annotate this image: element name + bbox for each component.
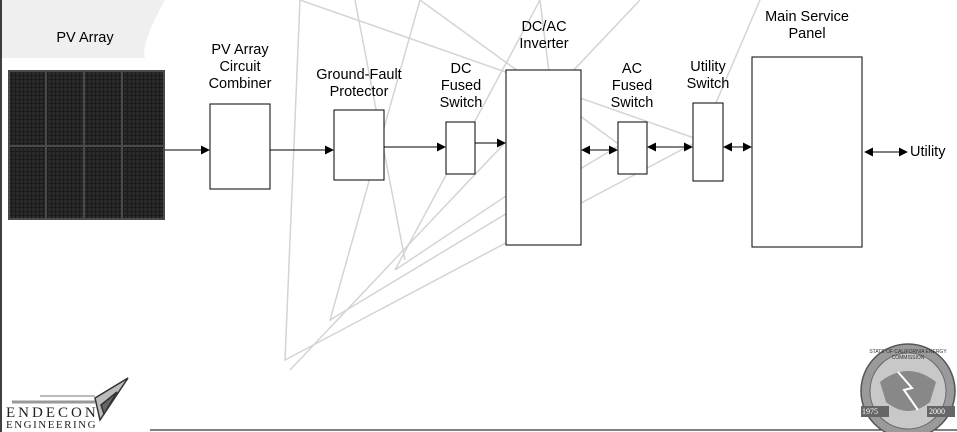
pv-array-label: PV Array <box>56 30 114 46</box>
inverter-label-line: Inverter <box>519 36 569 52</box>
ac-switch-label-line: AC <box>621 61 643 77</box>
pv-panel <box>10 72 45 145</box>
combiner-label-line: Combiner <box>208 76 272 92</box>
energy-commission-seal <box>860 343 956 432</box>
pv-panel <box>85 147 121 218</box>
utility-label: Utility <box>910 144 946 160</box>
seal-year-left: 1975 <box>862 407 878 416</box>
company-name: ENDECON <box>6 405 99 421</box>
pv-panel <box>123 72 163 145</box>
ground-fault-label-line: Protector <box>329 84 389 100</box>
combiner-box <box>209 103 271 190</box>
ac-switch-label-line: Switch <box>610 95 654 111</box>
main-panel-box <box>751 56 863 248</box>
pv-panel <box>10 147 45 218</box>
ac-switch-label-line: Fused <box>611 78 653 94</box>
dc-switch-label-line: Fused <box>440 78 482 94</box>
corner-decoration <box>0 0 165 58</box>
endecon-logo-mark <box>12 377 129 422</box>
dc-switch-label-line: Switch <box>439 95 483 111</box>
inverter-label: DC/AC Inverter <box>494 19 594 53</box>
ground-fault-label-line: Ground-Fault <box>316 67 402 83</box>
inverter-label-line: DC/AC <box>521 19 567 35</box>
seal-year-right: 2000 <box>929 407 945 416</box>
dc-switch-box <box>445 121 476 175</box>
utility-switch-label-line: Switch <box>686 76 730 92</box>
main-panel-label-line: Panel <box>788 26 826 42</box>
seal-top-text: STATE OF CALIFORNIA ENERGY COMMISSION <box>869 349 947 361</box>
inverter-box <box>505 69 582 246</box>
dc-switch-label: DC Fused Switch <box>430 61 492 112</box>
ground-fault-box <box>333 109 385 181</box>
pv-panel <box>85 72 121 145</box>
main-panel-label: Main Service Panel <box>752 9 862 43</box>
pv-panel <box>47 72 83 145</box>
utility-switch-box <box>692 102 724 182</box>
combiner-label: PV Array Circuit Combiner <box>190 42 290 93</box>
main-panel-label-line: Main Service <box>765 9 849 25</box>
pv-panel <box>47 147 83 218</box>
dc-switch-label-line: DC <box>450 61 472 77</box>
utility-switch-label: Utility Switch <box>673 59 743 93</box>
ac-switch-label: AC Fused Switch <box>601 61 663 112</box>
combiner-label-line: Circuit <box>219 59 261 75</box>
ground-fault-label: Ground-Fault Protector <box>299 67 419 101</box>
company-subname: ENGINEERING <box>6 419 98 431</box>
pv-panel <box>123 147 163 218</box>
ac-switch-box <box>617 121 648 175</box>
pv-array-image <box>8 70 165 220</box>
combiner-label-line: PV Array <box>211 42 269 58</box>
utility-switch-label-line: Utility <box>690 59 726 75</box>
